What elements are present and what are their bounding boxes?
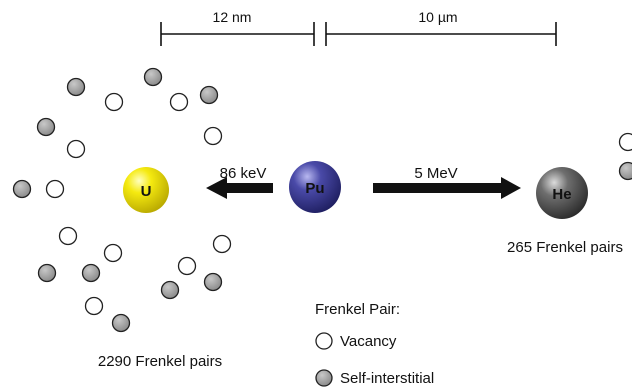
interstitial bbox=[203, 272, 223, 292]
scale-bar-right: 10 µm bbox=[325, 9, 557, 46]
interstitial bbox=[143, 67, 163, 87]
vacancy bbox=[104, 92, 124, 112]
vacancy bbox=[58, 226, 78, 246]
recoil-arrow-right bbox=[373, 177, 521, 199]
vacancy bbox=[169, 92, 189, 112]
helium-damage-caption: 265 Frenkel pairs bbox=[507, 239, 623, 256]
scale-bar-right-label: 10 µm bbox=[418, 9, 457, 25]
vacancy bbox=[618, 132, 632, 152]
vacancy bbox=[66, 139, 86, 159]
recoil-energy-left: 86 keV bbox=[220, 165, 267, 182]
uranium-damage-caption: 2290 Frenkel pairs bbox=[98, 353, 222, 370]
recoil-arrow-left bbox=[206, 177, 273, 199]
legend: Frenkel Pair: Vacancy Self-interstitial bbox=[315, 301, 434, 387]
vacancy bbox=[103, 243, 123, 263]
vacancy bbox=[203, 126, 223, 146]
scale-bar-left: 12 nm bbox=[160, 9, 315, 46]
legend-vacancy-icon bbox=[315, 332, 333, 350]
vacancy bbox=[212, 234, 232, 254]
helium-symbol: He bbox=[552, 186, 571, 203]
uranium-atom: U bbox=[123, 167, 169, 213]
vacancy bbox=[177, 256, 197, 276]
legend-interstitial-label: Self-interstitial bbox=[340, 370, 434, 387]
interstitial bbox=[66, 77, 86, 97]
vacancy bbox=[45, 179, 65, 199]
legend-title: Frenkel Pair: bbox=[315, 301, 400, 318]
interstitial bbox=[12, 179, 32, 199]
interstitial bbox=[37, 263, 57, 283]
interstitial bbox=[618, 161, 632, 181]
uranium-symbol: U bbox=[141, 183, 152, 200]
interstitial bbox=[111, 313, 131, 333]
legend-vacancy-label: Vacancy bbox=[340, 333, 397, 350]
recoil-energy-right: 5 MeV bbox=[414, 165, 457, 182]
interstitial bbox=[81, 263, 101, 283]
interstitial bbox=[36, 117, 56, 137]
helium-atom: He bbox=[536, 167, 588, 219]
interstitial bbox=[160, 280, 180, 300]
legend-interstitial-icon bbox=[315, 369, 333, 387]
vacancy bbox=[84, 296, 104, 316]
helium-defect-cloud-partial bbox=[618, 132, 632, 181]
plutonium-atom: Pu bbox=[289, 161, 341, 213]
plutonium-symbol: Pu bbox=[305, 180, 324, 197]
scale-bar-left-label: 12 nm bbox=[213, 9, 252, 25]
uranium-defect-cloud bbox=[12, 67, 232, 333]
interstitial bbox=[199, 85, 219, 105]
